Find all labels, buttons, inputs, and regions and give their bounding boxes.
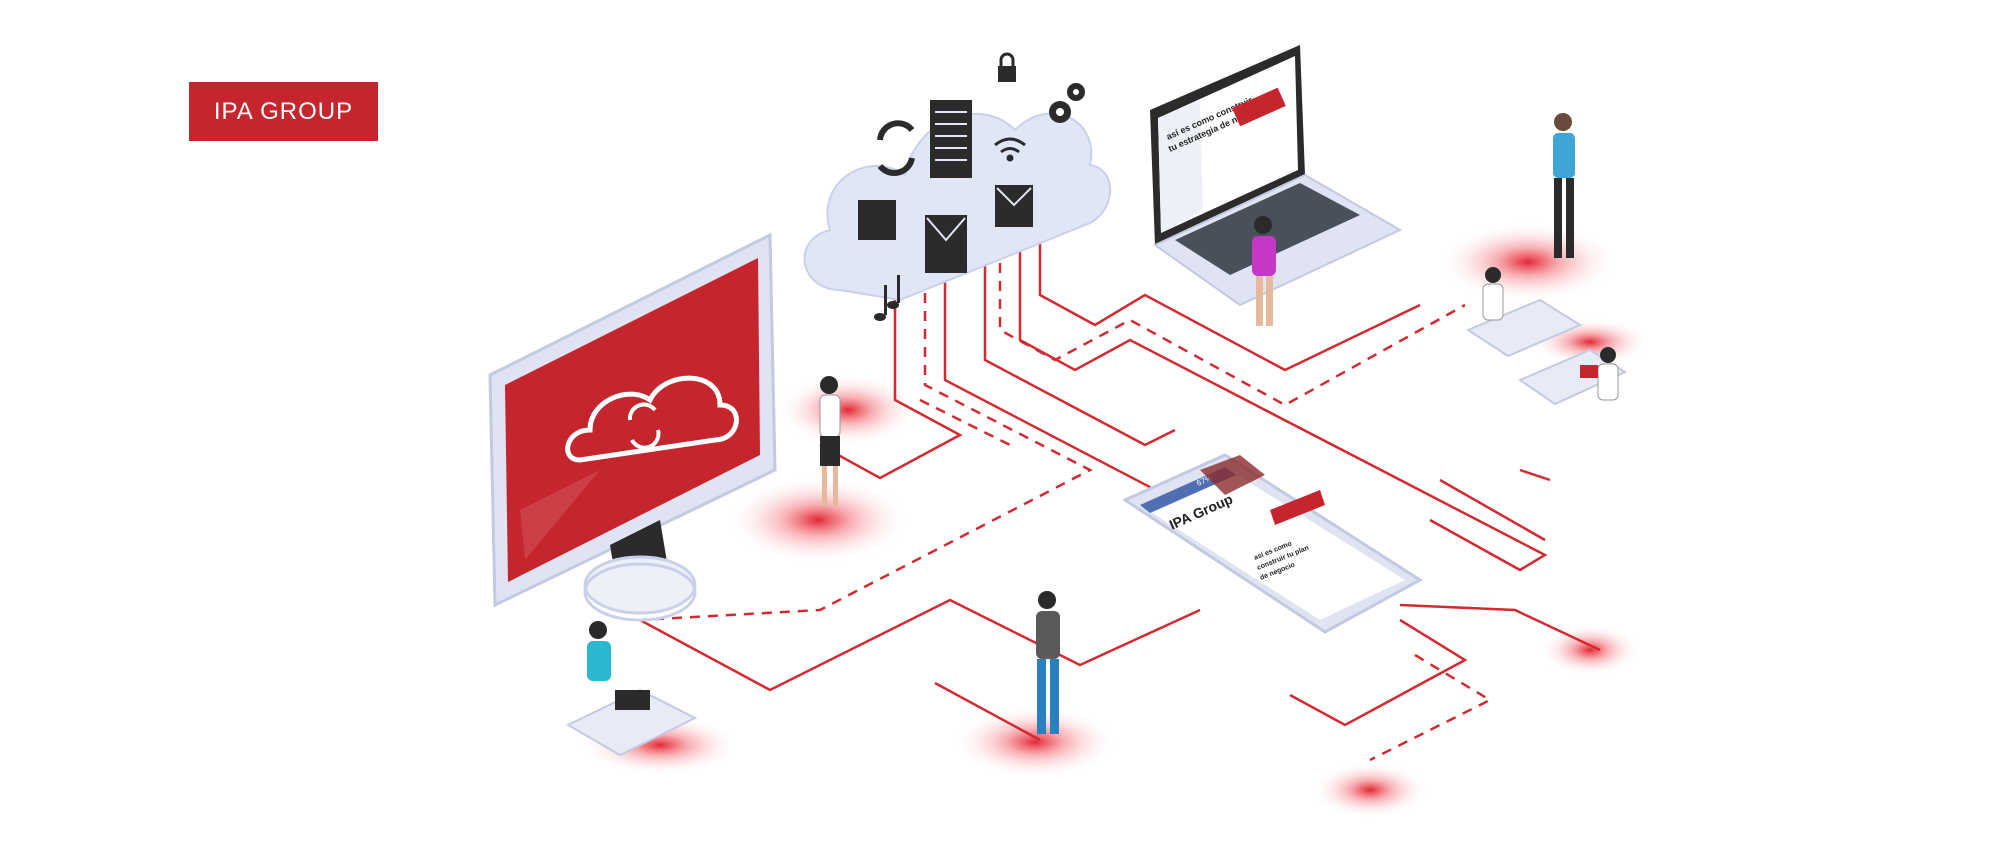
cloud-sync-icon [565, 375, 739, 463]
connection-lines [639, 220, 1601, 742]
smartphone: 67% IPA Group así es como construir tu p… [1121, 453, 1423, 634]
music-note-icon [874, 275, 900, 321]
cloud [803, 52, 1112, 321]
image-icon [858, 200, 896, 240]
dashed-lines [639, 245, 1493, 762]
ipa-group-logo: IPA GROUP [189, 82, 378, 141]
person-woman-standing [819, 376, 841, 506]
gears-icon [1049, 83, 1085, 123]
person-man-blue-standing [1553, 113, 1575, 258]
logo-text: IPA GROUP [213, 97, 354, 125]
people [587, 113, 1619, 734]
person-woman-laptop [1252, 216, 1276, 326]
sync-icon [877, 120, 915, 176]
wifi-icon [994, 137, 1026, 162]
laptop: así es como construir tu estrategia de n… [1150, 45, 1403, 307]
desks [565, 298, 1628, 757]
person-desk-top-1 [1482, 267, 1504, 321]
person-desk-top-2 [1580, 347, 1619, 401]
monitor [488, 232, 777, 622]
person-man-desk [587, 621, 650, 710]
lock-icon [998, 52, 1016, 82]
person-man-tablet [1036, 591, 1060, 734]
